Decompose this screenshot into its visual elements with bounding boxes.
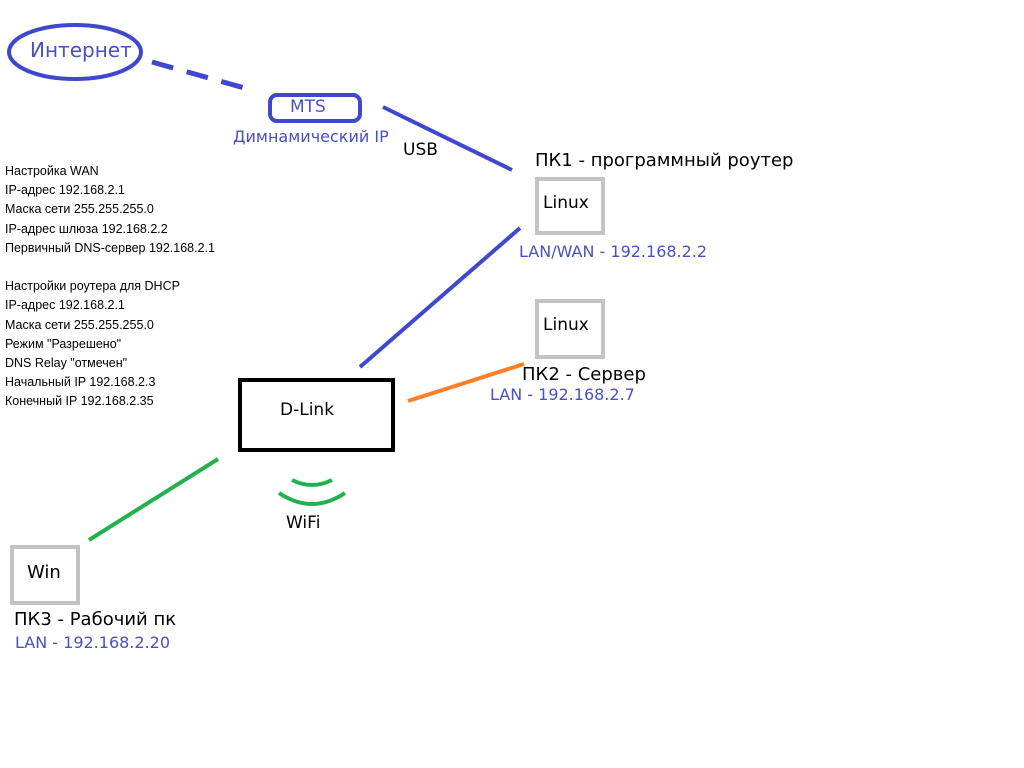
dhcp-note-line: Конечный IP 192.168.2.35 (5, 394, 154, 409)
pc2-ip: LAN - 192.168.2.7 (490, 385, 635, 404)
wan-note-line: IP-адрес 192.168.2.1 (5, 183, 125, 198)
mts-box (268, 93, 362, 123)
pc3-box (10, 545, 80, 605)
dhcp-note-line: DNS Relay "отмечен" (5, 355, 128, 370)
router-box (238, 378, 395, 452)
dhcp-note-line: Настройки роутера для DHCP (5, 279, 180, 294)
internet-mts-link (151, 59, 249, 92)
router-label: D-Link (280, 400, 335, 420)
pc3-os: Win (27, 562, 61, 583)
dhcp-note-line: IP-адрес 192.168.2.1 (5, 298, 125, 313)
router-pc2-link (407, 362, 525, 403)
pc2-os: Linux (543, 315, 589, 335)
spacer (5, 258, 215, 277)
dhcp-note-line: Маска сети 255.255.255.0 (5, 317, 154, 332)
pc3-ip: LAN - 192.168.2.20 (15, 633, 171, 652)
mts-label: MTS (290, 97, 326, 117)
wan-note-line: Первичный DNS-сервер 192.168.2.1 (5, 240, 215, 255)
pc2-box (535, 299, 605, 359)
wan-note-line: IP-адрес шлюза 192.168.2.2 (5, 221, 168, 236)
dhcp-note-line: Начальный IP 192.168.2.3 (5, 375, 156, 390)
pc1-router-link (358, 226, 522, 369)
pc2-title: ПК2 - Сервер (522, 364, 646, 385)
pc3-title: ПК3 - Рабочий пк (14, 609, 177, 630)
settings-notes: Настройка WAN IP-адрес 192.168.2.1 Маска… (5, 162, 215, 411)
wan-note-line: Маска сети 255.255.255.0 (5, 202, 154, 217)
pc1-title: ПК1 - программный роутер (535, 150, 794, 171)
router-pc3-link (87, 457, 220, 542)
pc1-os: Linux (543, 193, 589, 213)
pc1-ip: LAN/WAN - 192.168.2.2 (519, 242, 708, 261)
internet-label: Интернет (30, 38, 132, 62)
wifi-label: WiFi (286, 513, 321, 533)
wifi-icon (291, 478, 333, 487)
wan-note-line: Настройка WAN (5, 164, 99, 178)
pc1-box (535, 177, 605, 235)
mts-note: Димнамический IP (233, 127, 389, 146)
dhcp-note-line: Режим "Разрешено" (5, 336, 122, 351)
usb-label: USB (403, 140, 438, 160)
mts-pc1-usb-link (382, 105, 513, 172)
wifi-icon-outer (277, 491, 347, 506)
internet-ellipse (7, 23, 143, 81)
